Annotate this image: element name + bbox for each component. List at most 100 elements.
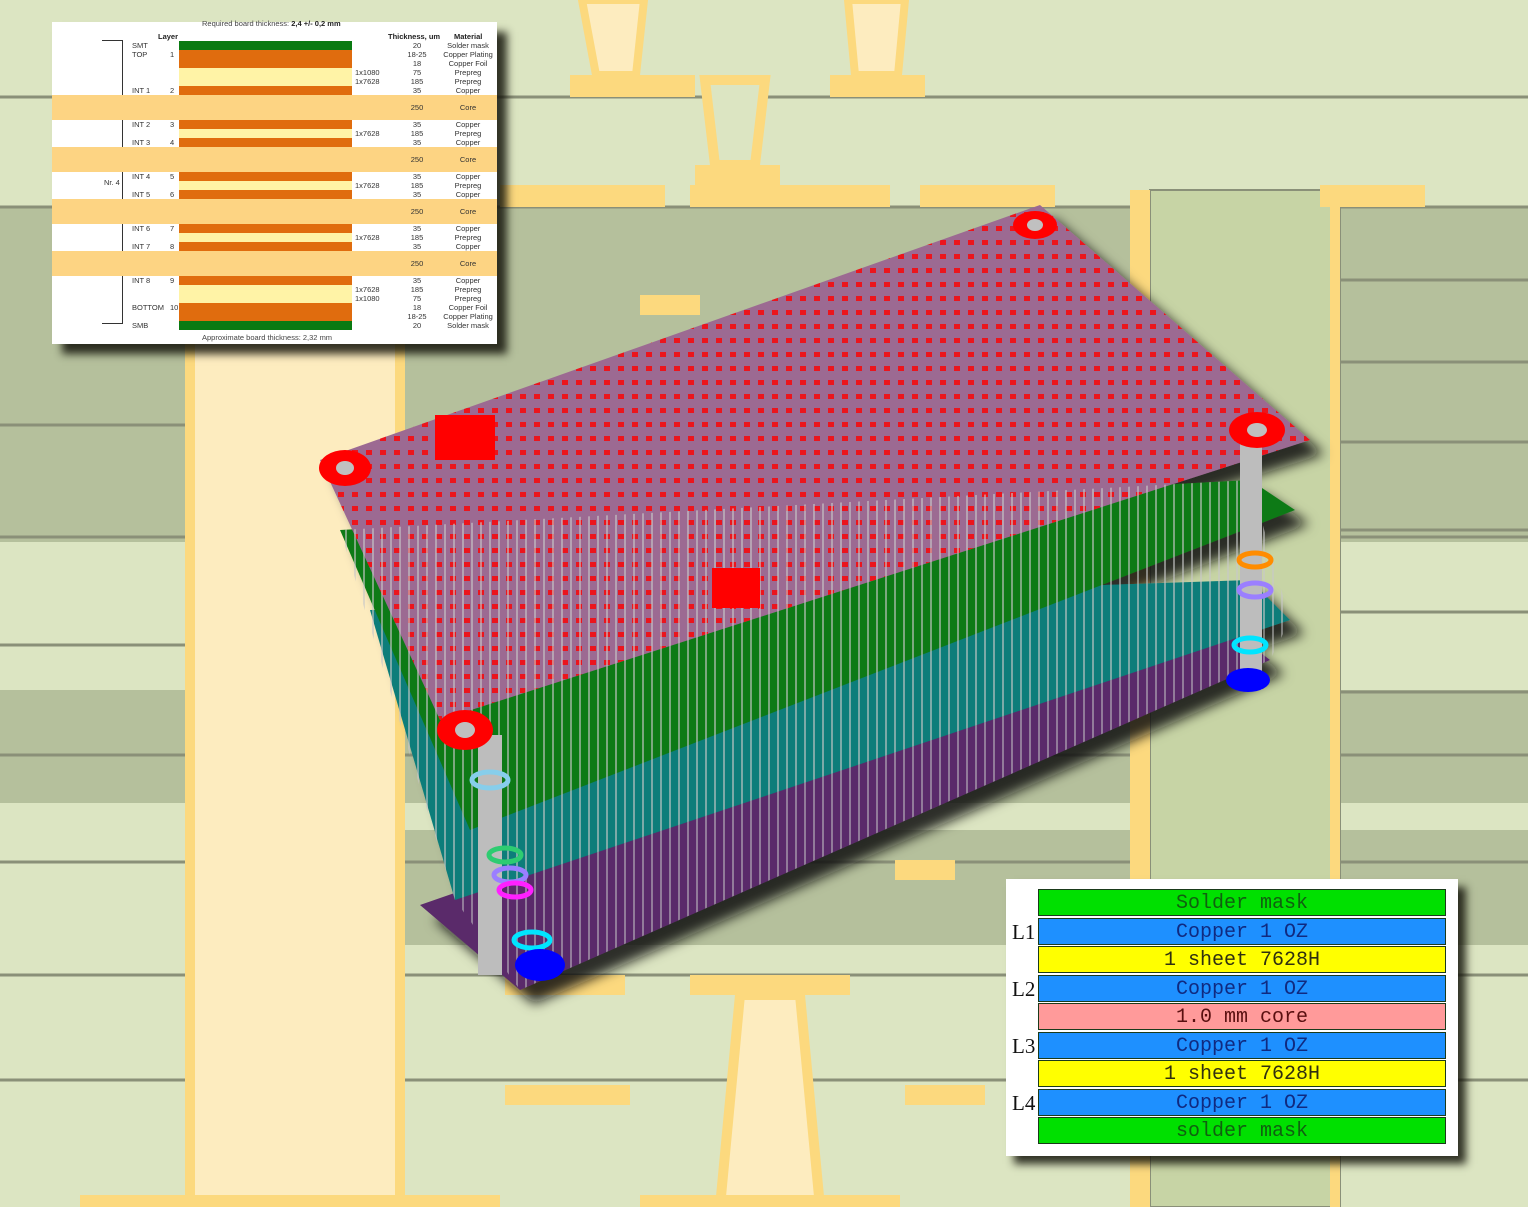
stackup-table: Required board thickness: 2,4 +/- 0,2 mm… xyxy=(52,19,497,344)
layer-name: SMB xyxy=(132,321,149,330)
material-name: Core xyxy=(459,207,477,216)
thickness-value: 250 xyxy=(410,259,424,268)
legend-row: 1 sheet 7628H xyxy=(1038,1060,1446,1087)
material-name: Copper xyxy=(455,172,481,181)
legend-row: Copper 1 OZ xyxy=(1038,974,1446,1002)
layer-bar xyxy=(179,294,352,303)
layer-bar xyxy=(179,233,352,242)
layer-name: INT 1 xyxy=(132,86,151,95)
thickness-value: 250 xyxy=(410,207,424,216)
material-name: Prepreg xyxy=(454,129,482,138)
thickness-value: 18 xyxy=(412,303,422,312)
thickness-value: 35 xyxy=(412,86,422,95)
legend-layer-label: L2 xyxy=(1012,976,1036,1001)
thickness-value: 35 xyxy=(412,276,422,285)
legend-row: 1.0 mm core xyxy=(1038,1003,1446,1030)
layer-name: INT 8 xyxy=(132,276,151,285)
glass-style: 1x1080 xyxy=(355,294,380,303)
layer-bar xyxy=(179,224,352,233)
layer-bar xyxy=(179,285,352,294)
layer-name: INT 6 xyxy=(132,224,151,233)
material-name: Copper xyxy=(455,276,481,285)
required-thickness: Required board thickness: 2,4 +/- 0,2 mm xyxy=(202,19,341,28)
stack-bracket xyxy=(102,40,123,324)
layer-bar xyxy=(179,120,352,129)
stackup-row: 250 Core xyxy=(52,251,497,276)
thickness-value: 18-25 xyxy=(407,312,427,321)
legend-layer-label: L4 xyxy=(1012,1090,1036,1115)
glass-style: 1x7628 xyxy=(355,181,380,190)
material-name: Copper xyxy=(455,190,481,199)
layer-number: 7 xyxy=(170,224,175,233)
layer-bar xyxy=(179,41,352,50)
layer-number: 8 xyxy=(170,242,175,251)
thickness-value: 35 xyxy=(412,172,422,181)
thickness-value: 35 xyxy=(412,190,422,199)
layer-bar xyxy=(179,68,352,77)
legend-row: Copper 1 OZ xyxy=(1038,917,1446,945)
glass-style: 1x7628 xyxy=(355,285,380,294)
layer-name: INT 5 xyxy=(132,190,151,199)
layer-name: BOTTOM xyxy=(132,303,164,312)
layer-name: INT 2 xyxy=(132,120,151,129)
layer-bar xyxy=(179,181,352,190)
layer-bar xyxy=(179,50,352,59)
layer-name: TOP xyxy=(132,50,148,59)
thickness-value: 20 xyxy=(412,41,422,50)
layer-number: 1 xyxy=(170,50,175,59)
material-name: Copper xyxy=(455,224,481,233)
thickness-value: 18 xyxy=(412,59,422,68)
material-name: Solder mask xyxy=(447,41,489,50)
layer-bar xyxy=(179,190,352,199)
material-name: Prepreg xyxy=(454,77,482,86)
stackup-row: 250 Core xyxy=(52,147,497,172)
glass-style: 1x7628 xyxy=(355,233,380,242)
thickness-value: 18-25 xyxy=(407,50,427,59)
thickness-value: 35 xyxy=(412,120,422,129)
layer-bar xyxy=(179,321,352,330)
layer-bar xyxy=(179,147,352,172)
thickness-value: 35 xyxy=(412,224,422,233)
layer-bar xyxy=(179,59,352,68)
layer-bar xyxy=(179,138,352,147)
stackup-row: SMT 20 Solder mask xyxy=(52,41,497,50)
thickness-value: 35 xyxy=(412,242,422,251)
glass-style: 1x7628 xyxy=(355,129,380,138)
material-name: Copper xyxy=(455,138,481,147)
layer-name: SMT xyxy=(132,41,148,50)
layer-bar xyxy=(179,242,352,251)
thickness-value: 250 xyxy=(410,155,424,164)
legend-row: Copper 1 OZ xyxy=(1038,1088,1446,1116)
layer-bar xyxy=(179,251,352,276)
legend-layer-label: L1 xyxy=(1012,919,1036,944)
layer-number: 4 xyxy=(170,138,175,147)
material-name: Copper Plating xyxy=(443,312,493,321)
layer-name: INT 4 xyxy=(132,172,151,181)
thickness-value: 35 xyxy=(412,138,422,147)
thickness-value: 75 xyxy=(412,68,422,77)
thickness-value: 185 xyxy=(410,233,424,242)
material-name: Core xyxy=(459,259,477,268)
material-name: Prepreg xyxy=(454,285,482,294)
header-thickness: Thickness, um xyxy=(388,32,441,41)
material-name: Copper xyxy=(455,120,481,129)
corner-standoffs xyxy=(319,211,1285,981)
thickness-value: 185 xyxy=(410,285,424,294)
layer-bar xyxy=(179,312,352,321)
material-name: Core xyxy=(459,155,477,164)
legend-row: Copper 1 OZ xyxy=(1038,1031,1446,1059)
legend-layer-label: L3 xyxy=(1012,1033,1036,1058)
